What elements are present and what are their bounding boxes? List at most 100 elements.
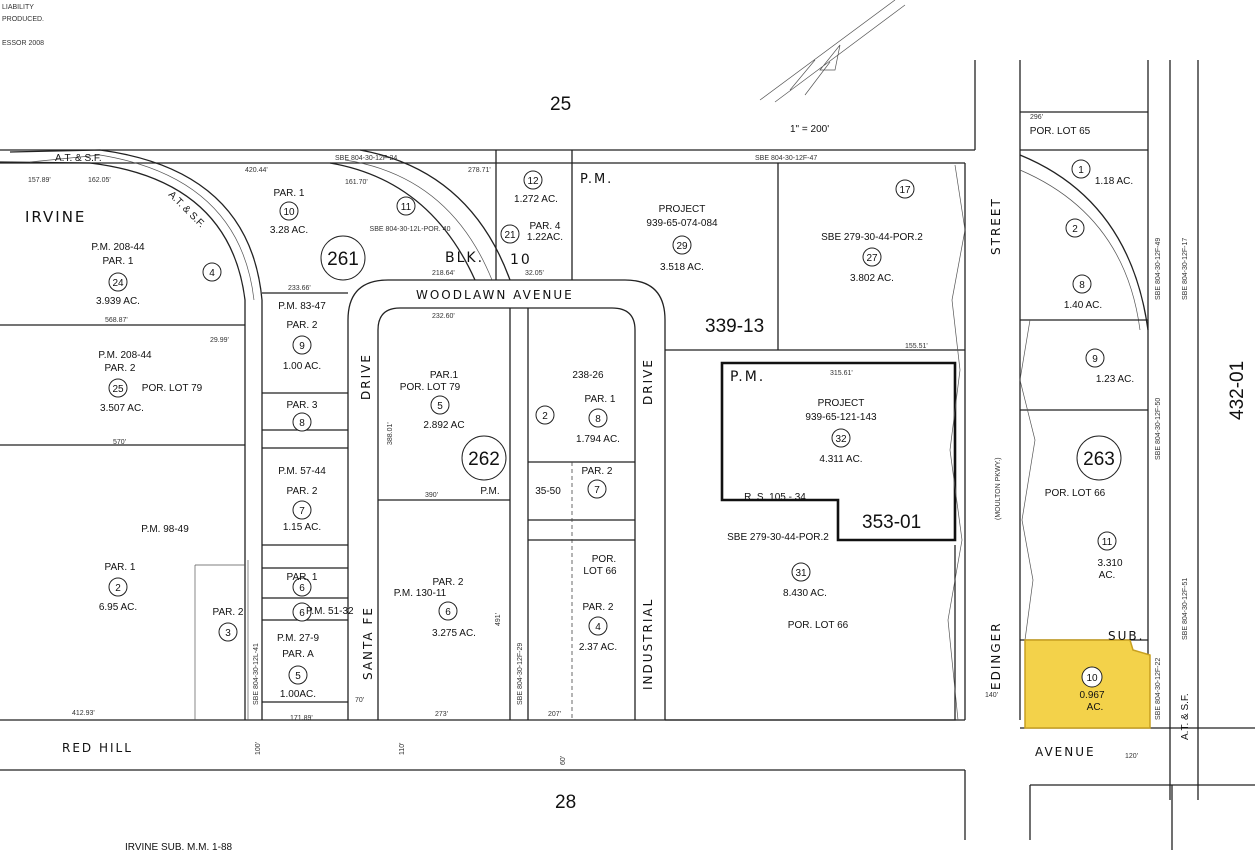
dimension: 140' (985, 692, 998, 699)
sbe-label: SBE 804-30-12F-29 (517, 643, 524, 705)
p27-line: 3.802 AC. (850, 273, 894, 284)
parcel-num-6a: 6 (299, 583, 305, 594)
sbe-label: SBE 804-30-12F-47 (755, 155, 817, 162)
parcel-lines-east (665, 163, 965, 721)
p10-line: PAR. 1 (274, 188, 305, 199)
area-sub: SUB. (1108, 629, 1144, 643)
street-names: WOODLAWN AVENUE SANTA FE DRIVE INDUSTRIA… (62, 197, 1096, 759)
dimension: 60' (560, 756, 567, 765)
p8b-line: 1.794 AC. (576, 434, 620, 445)
parcel-num-2w: 2 (115, 583, 121, 594)
book-page-markers: 261 262 263 339-13 353-01 (320, 235, 1122, 533)
p9a-line: 1.00 AC. (283, 361, 321, 372)
parcel-num-8e: 8 (1079, 280, 1085, 291)
header: LIABILITY PRODUCED. ESSOR 2008 (2, 4, 44, 47)
parcel-num-10: 10 (283, 207, 295, 218)
parcel-num-10e: 10 (1086, 673, 1098, 684)
page-ref-339-13: 339-13 (705, 316, 764, 337)
parcel-num-7b: 7 (594, 485, 600, 496)
dimension-labels: 157.89' 162.05' 420.44' 161.70' 278.71' … (28, 114, 1138, 765)
p4b-line: POR. (592, 554, 616, 565)
p5b-line: PAR.1 (430, 370, 459, 381)
p25-line: POR. LOT 79 (142, 383, 203, 394)
p25-line: PAR. 2 (105, 363, 136, 374)
parcel-num-25: 25 (112, 384, 124, 395)
dimension: 232.60' (432, 313, 455, 320)
book-page-261: 261 (327, 249, 359, 270)
dimension: 162.05' (88, 177, 111, 184)
p29-line: 3.518 AC. (660, 262, 704, 273)
block-number-bottom: 28 (555, 792, 576, 813)
p5b-line: POR. LOT 79 (400, 382, 461, 393)
p10-line: 3.28 AC. (270, 225, 308, 236)
map-scale: 1" = 200' (790, 124, 829, 135)
p5b-line: 2.892 AC (423, 420, 464, 431)
parcel-32-boundary (720, 361, 957, 542)
header-line-3: ESSOR 2008 (2, 40, 44, 47)
p8a-line: PAR. 3 (287, 400, 318, 411)
parcel-num-6c: 6 (445, 607, 451, 618)
parcel-num-2e: 2 (1072, 224, 1078, 235)
p31-line: 8.430 AC. (783, 588, 827, 599)
p1e-line: POR. LOT 65 (1030, 126, 1091, 137)
dimension: 32.05' (525, 270, 544, 277)
parcel-num-1e: 1 (1078, 165, 1084, 176)
header-line-1: LIABILITY (2, 4, 34, 11)
sbe-label: SBE 804-30-12F-49 (1155, 238, 1162, 300)
parcel-num-21: 21 (504, 230, 516, 241)
street-industrial-drive: DRIVE (641, 358, 655, 405)
p7a-line: PAR. 2 (287, 486, 318, 497)
parcel-num-5a: 5 (295, 671, 301, 682)
dimension: 171.89' (290, 715, 313, 722)
p11e-line: 3.310 (1097, 558, 1122, 569)
parcel-lines-center (378, 150, 635, 720)
rr-label-top: A.T. & S.F. (55, 153, 102, 164)
p1e-line: 1.18 AC. (1095, 176, 1133, 187)
parcel-num-32: 32 (835, 434, 847, 445)
p32-line: PROJECT (818, 398, 865, 409)
block-number-top: 25 (550, 94, 571, 115)
p10e-line: 0.967 (1079, 690, 1104, 701)
parcel-num-27: 27 (866, 253, 878, 264)
parcel-num-8b: 8 (595, 414, 601, 425)
area-blk: BLK. (445, 250, 484, 266)
loop-road (347, 279, 666, 720)
p11e-line: POR. LOT 66 (1045, 488, 1106, 499)
dimension: 568.87' (105, 317, 128, 324)
p31-line: POR. LOT 66 (788, 620, 849, 631)
dimension: 110' (399, 743, 406, 756)
dimension: 296' (1030, 114, 1043, 121)
p29-line: P.M. (580, 172, 613, 187)
street-woodlawn: WOODLAWN AVENUE (416, 288, 574, 302)
p21-line: PAR. 4 (530, 221, 561, 232)
parcel-numbers: 24 25 2 3 4 10 11 12 21 9 8 7 6 6 5 5 6 … (108, 159, 1117, 688)
street-edinger-avenue: AVENUE (1035, 745, 1096, 759)
p6c-line: PAR. 2 (433, 577, 464, 588)
dimension: 100' (255, 742, 262, 755)
sbe-label: SBE 804-30-12F-22 (1155, 658, 1162, 720)
parcel-lines-west (0, 292, 348, 720)
dimension: 29.99' (210, 337, 229, 344)
dimension: 315.61' (830, 370, 853, 377)
p29-line: PROJECT (659, 204, 706, 215)
p8e-line: 1.40 AC. (1064, 300, 1102, 311)
dimension: 120' (1125, 753, 1138, 760)
parcel-descriptions: P.M. 208-44 PAR. 1 3.939 AC. P.M. 208-44… (91, 126, 1134, 713)
p7b-line: 35-50 (535, 486, 561, 497)
parcel-num-11: 11 (401, 202, 412, 213)
parcel-num-24: 24 (112, 278, 124, 289)
p6a-line: PAR. 1 (287, 572, 318, 583)
parcel-num-11e: 11 (1102, 537, 1113, 548)
street-street: STREET (989, 197, 1003, 255)
dimension: 273' (435, 711, 448, 718)
p8b-line: PAR. 1 (585, 394, 616, 405)
p9a-line: P.M. 83-47 (278, 301, 326, 312)
railroad-curve (0, 149, 1149, 720)
bottom-cut-text: IRVINE SUB. M.M. 1-88 (125, 842, 233, 850)
street-industrial: INDUSTRIAL (641, 598, 655, 690)
p8b-line: 238-26 (572, 370, 604, 381)
dimension: 388.01' (387, 422, 394, 445)
parcel-num-8a: 8 (299, 418, 305, 429)
street-lines (0, 60, 1255, 850)
